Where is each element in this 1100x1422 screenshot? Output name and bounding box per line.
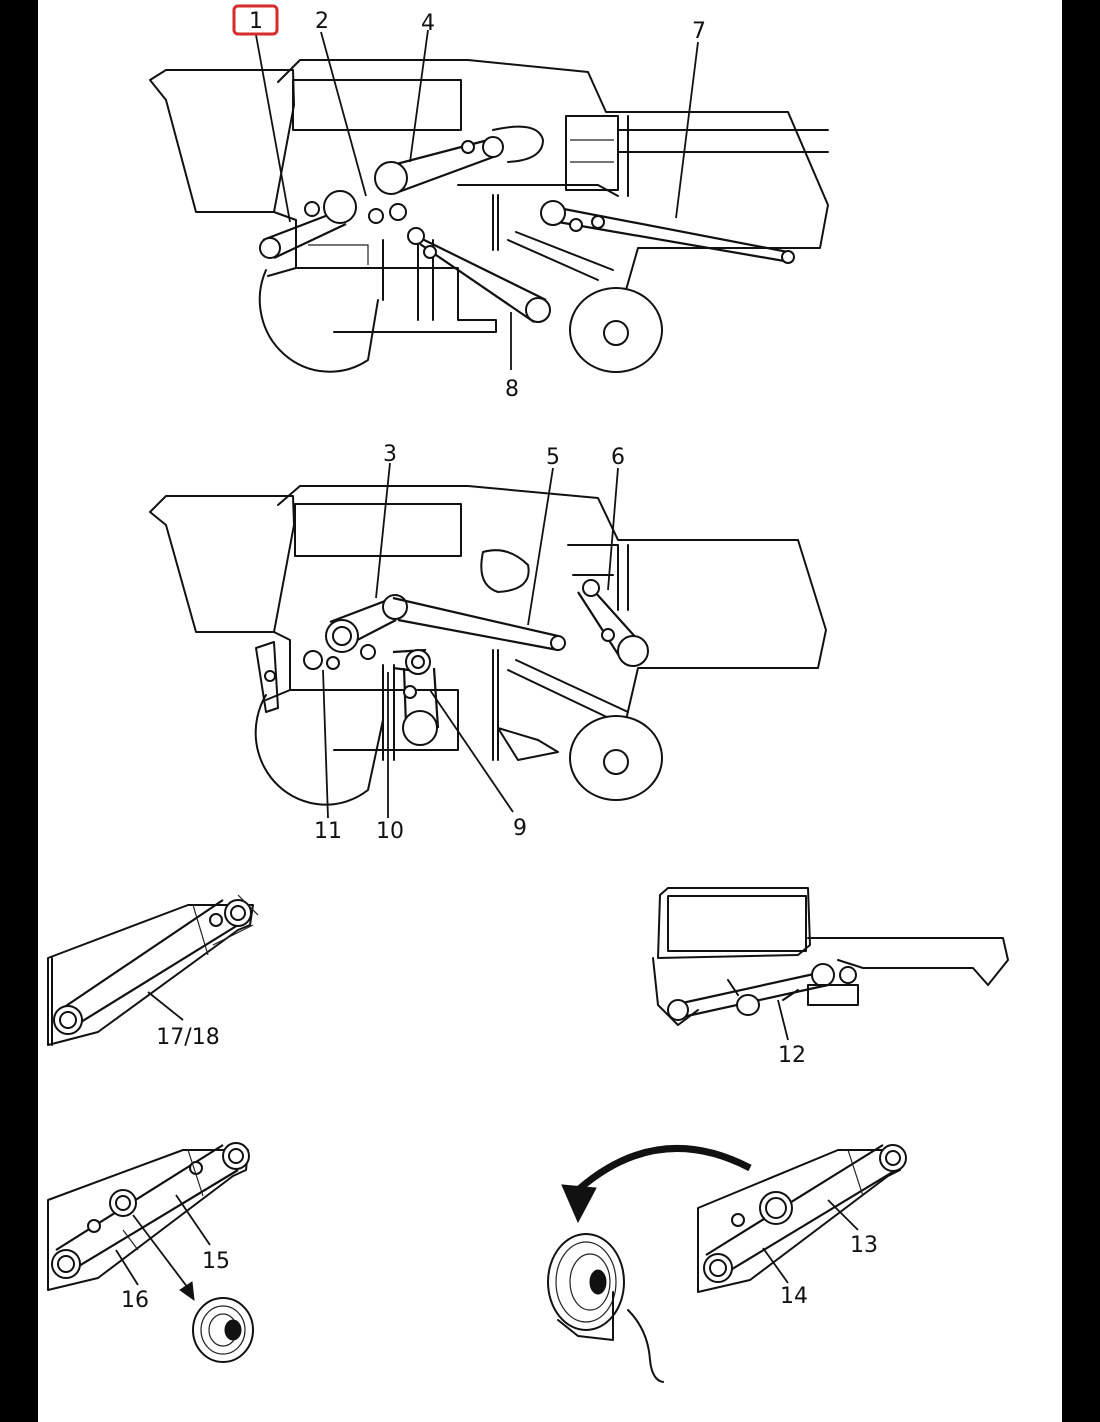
leader-lines (115, 29, 859, 1286)
grain-tank (149, 69, 295, 213)
engine-ladder (565, 115, 619, 191)
callout-17-18: 17/18 (156, 1025, 219, 1050)
unloader-drive-12 (652, 887, 1009, 1026)
belt-9-10-11 (303, 644, 440, 746)
belt-2 (304, 201, 407, 224)
callout-3: 3 (383, 442, 397, 467)
callout-1: 1 (249, 9, 263, 34)
callout-12: 12 (778, 1043, 806, 1068)
callout-1-highlight (232, 4, 279, 36)
cab-window-2 (294, 503, 462, 557)
callout-16: 16 (121, 1288, 149, 1313)
belt-drive-diagram: 1 2 4 7 8 3 5 6 11 10 9 17/18 12 13 14 1… (47, 4, 1009, 1383)
callout-8: 8 (505, 377, 519, 402)
drive-13-14 (547, 1144, 907, 1383)
engine-2 (480, 549, 530, 593)
callout-10: 10 (376, 819, 404, 844)
belt-1 (259, 190, 357, 259)
callout-7: 7 (692, 19, 706, 44)
diagram-sheet: 1 2 4 7 8 3 5 6 11 10 9 17/18 12 13 14 1… (38, 0, 1062, 1422)
belt-8 (407, 227, 551, 323)
callout-13: 13 (850, 1233, 878, 1258)
callout-4: 4 (421, 11, 435, 36)
callout-15: 15 (202, 1249, 230, 1274)
drive-15-16 (47, 1142, 254, 1363)
combine-top-view (149, 59, 829, 373)
combine-body-outline-2 (277, 485, 827, 721)
cab-window (292, 79, 462, 131)
belt-4 (374, 125, 544, 196)
frame-lower (295, 267, 497, 333)
callout-2: 2 (315, 9, 329, 34)
belt-7 (540, 200, 795, 264)
front-wheel (258, 269, 379, 373)
callout-5: 5 (546, 445, 560, 470)
callout-14: 14 (780, 1284, 808, 1309)
feeder-drive-17-18 (47, 894, 259, 1046)
callout-6: 6 (611, 445, 625, 470)
callout-11: 11 (314, 819, 342, 844)
belt-5 (392, 596, 566, 652)
grain-tank-2 (149, 495, 295, 633)
belt-6 (577, 579, 649, 667)
combine-body-outline (277, 59, 829, 291)
belt-3 (325, 594, 408, 653)
combine-middle-view (149, 485, 827, 806)
front-wheel-2 (254, 694, 384, 806)
callout-9: 9 (513, 816, 527, 841)
